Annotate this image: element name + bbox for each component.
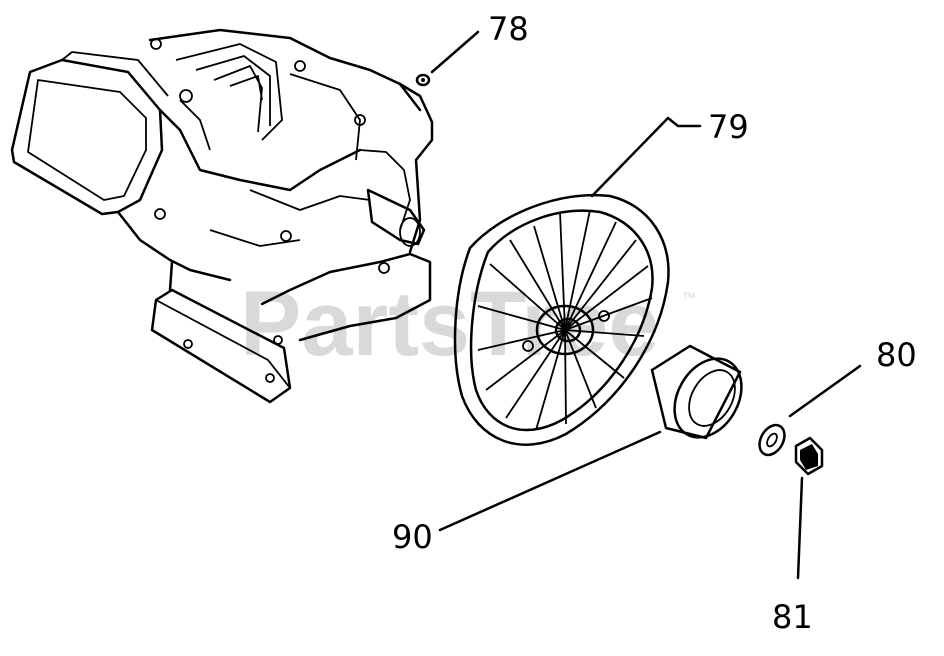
callout-78: 78	[488, 10, 529, 48]
watermark-trademark: ™	[682, 289, 696, 305]
leader-80	[788, 364, 862, 418]
engine-assembly	[10, 28, 434, 404]
callout-90: 90	[392, 518, 433, 556]
callout-81: 81	[772, 598, 813, 636]
leader-90	[438, 430, 662, 532]
leader-79	[590, 116, 702, 198]
watermark: PartsTree ™	[240, 273, 696, 375]
part-78-nut	[415, 73, 431, 87]
watermark-text: PartsTree	[240, 273, 659, 375]
leader-78	[430, 30, 480, 74]
callout-80: 80	[876, 336, 917, 374]
part-80-washer	[758, 423, 786, 457]
callout-79: 79	[708, 108, 749, 146]
leader-81	[796, 476, 804, 580]
part-90-sleeve	[650, 344, 743, 440]
part-81-nut	[794, 436, 824, 476]
